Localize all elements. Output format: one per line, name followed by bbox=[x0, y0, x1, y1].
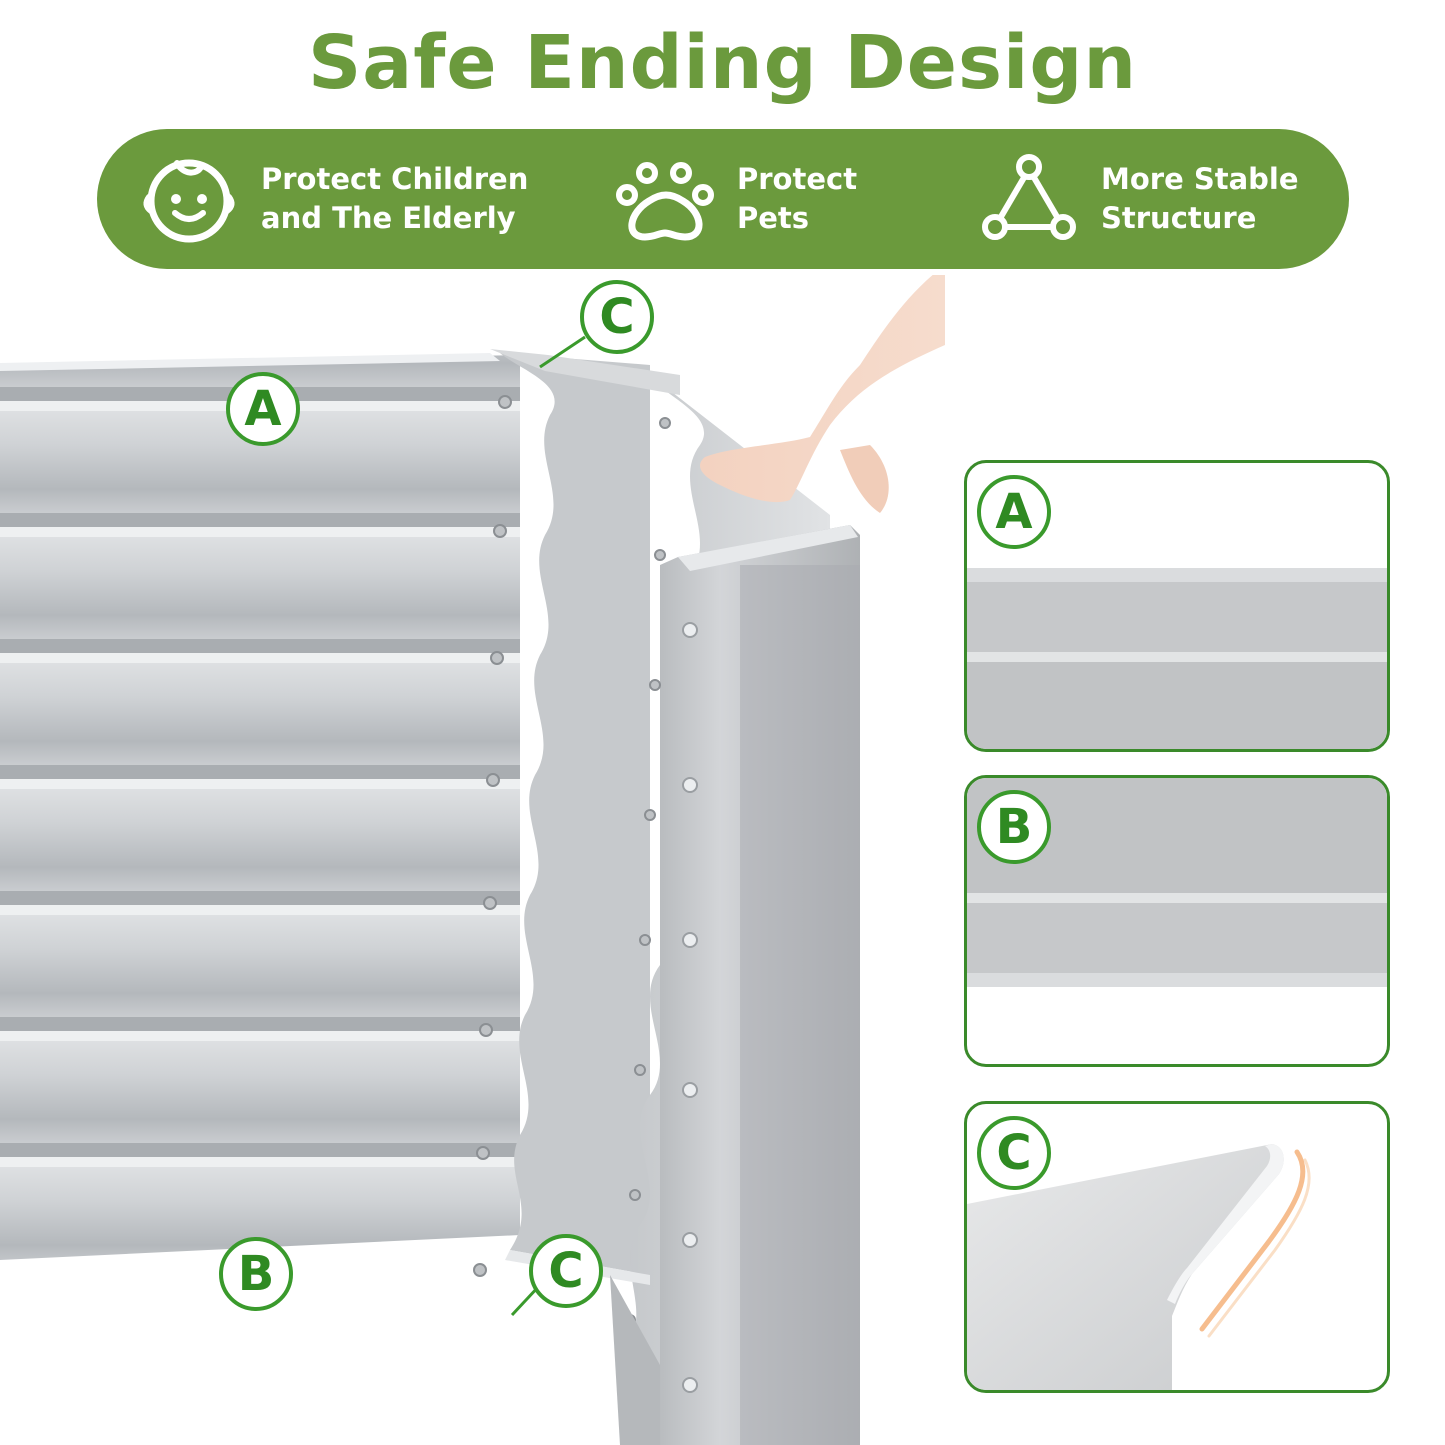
triangle-structure-icon bbox=[979, 149, 1079, 249]
feature-pets-line1: Protect bbox=[737, 162, 858, 196]
feature-structure: More Stable Structure bbox=[979, 129, 1299, 269]
paw-icon bbox=[615, 149, 715, 249]
feature-children-line1: Protect Children bbox=[261, 162, 529, 196]
page-title: Safe Ending Design bbox=[307, 20, 1138, 106]
detail-c-badge: C bbox=[977, 1116, 1051, 1190]
detail-panel-a: A bbox=[964, 460, 1390, 752]
feature-pets-line2: Pets bbox=[737, 201, 810, 235]
detail-b-badge: B bbox=[977, 790, 1051, 864]
label-a-badge: A bbox=[226, 372, 300, 446]
detail-panel-b: B bbox=[964, 775, 1390, 1067]
detail-panel-c: C bbox=[964, 1101, 1390, 1393]
label-c-bottom-badge: C bbox=[529, 1234, 603, 1308]
feature-children-line2: and The Elderly bbox=[261, 201, 516, 235]
feature-banner: Protect Children and The Elderly Protect… bbox=[97, 129, 1349, 269]
detail-a-badge: A bbox=[977, 475, 1051, 549]
feature-structure-line2: Structure bbox=[1101, 201, 1257, 235]
feature-structure-line1: More Stable bbox=[1101, 162, 1299, 196]
pointing-hand bbox=[700, 275, 945, 503]
label-c-top-badge: C bbox=[580, 280, 654, 354]
label-b-badge: B bbox=[219, 1237, 293, 1311]
feature-children: Protect Children and The Elderly bbox=[139, 129, 528, 269]
baby-face-icon bbox=[139, 149, 239, 249]
product-photo: A C B C bbox=[0, 275, 945, 1445]
feature-pets: Protect Pets bbox=[615, 129, 857, 269]
